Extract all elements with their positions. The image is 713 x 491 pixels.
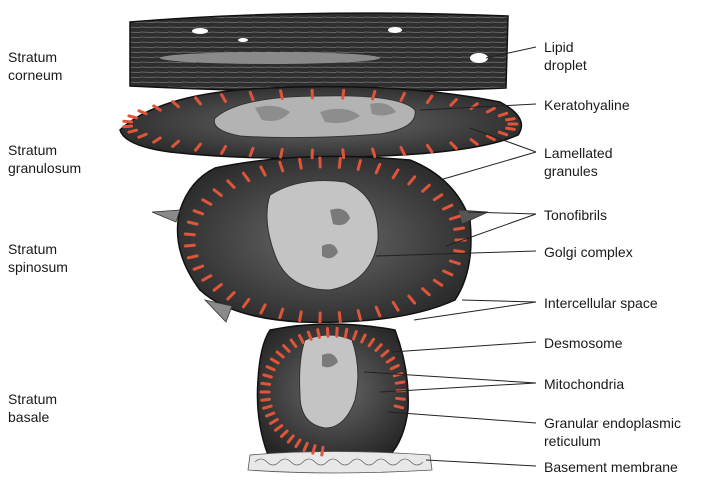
basement-membrane-shape — [248, 452, 432, 474]
desmosome-mark — [396, 382, 404, 383]
desmosome-mark — [124, 126, 132, 127]
label-golgi-complex: Golgi complex — [544, 243, 633, 261]
stratum-spinosum-cell — [152, 156, 488, 322]
label-desmosome: Desmosome — [544, 334, 623, 352]
desmosome-mark — [264, 375, 272, 377]
desmosome-mark — [318, 330, 320, 338]
desmosome-mark — [139, 111, 146, 114]
desmosome-mark — [262, 399, 270, 400]
stratum-granulosum-cell — [120, 87, 521, 159]
desmosome-mark — [185, 245, 194, 246]
desmosome-mark — [185, 234, 194, 235]
leader-basement — [426, 460, 536, 466]
stratum-corneum-layer — [130, 13, 508, 91]
desmosome-mark — [124, 121, 132, 122]
desmosome-mark — [345, 329, 347, 337]
desmosome-mark — [264, 406, 272, 408]
desmosome-mark — [322, 447, 323, 455]
label-basement-membrane: Basement membrane — [544, 458, 678, 476]
leader-desmosome — [392, 342, 536, 352]
desmosome-mark — [507, 119, 515, 120]
desmosome-mark — [300, 159, 302, 168]
desmosome-mark — [395, 406, 403, 408]
label-keratohyaline: Keratohyaline — [544, 96, 630, 114]
desmosome-mark — [397, 398, 405, 399]
desmosome-mark — [327, 328, 328, 336]
desmosome-mark — [300, 312, 302, 321]
leader-intercellular-2 — [462, 300, 536, 302]
desmosome-mark — [507, 128, 515, 129]
desmosome-mark — [313, 446, 315, 454]
desmosome-mark — [129, 116, 137, 118]
desmosome-mark — [339, 158, 340, 167]
desmosome-mark — [343, 150, 344, 158]
desmosome-mark — [262, 383, 270, 384]
desmosome-mark — [373, 149, 375, 157]
desmosome-mark — [373, 92, 375, 100]
label-mitochondria: Mitochondria — [544, 375, 624, 393]
label-tonofibrils: Tonofibrils — [544, 206, 607, 224]
desmosome-mark — [188, 256, 197, 258]
desmosome-mark — [188, 222, 197, 224]
desmosome-mark — [455, 251, 464, 252]
desmosome-mark — [455, 228, 464, 229]
label-intercellular-space: Intercellular space — [544, 294, 658, 312]
desmosome-mark — [343, 90, 344, 98]
leader-lamellated-2 — [440, 152, 536, 180]
desmosome-mark — [339, 313, 340, 322]
leader-granular-er — [388, 412, 536, 423]
desmosome-mark — [129, 130, 137, 132]
desmosome-mark — [281, 150, 283, 158]
desmosome-mark — [281, 91, 283, 99]
lipid-droplet-shape — [470, 53, 488, 63]
stratum-basale-cell — [257, 324, 408, 455]
